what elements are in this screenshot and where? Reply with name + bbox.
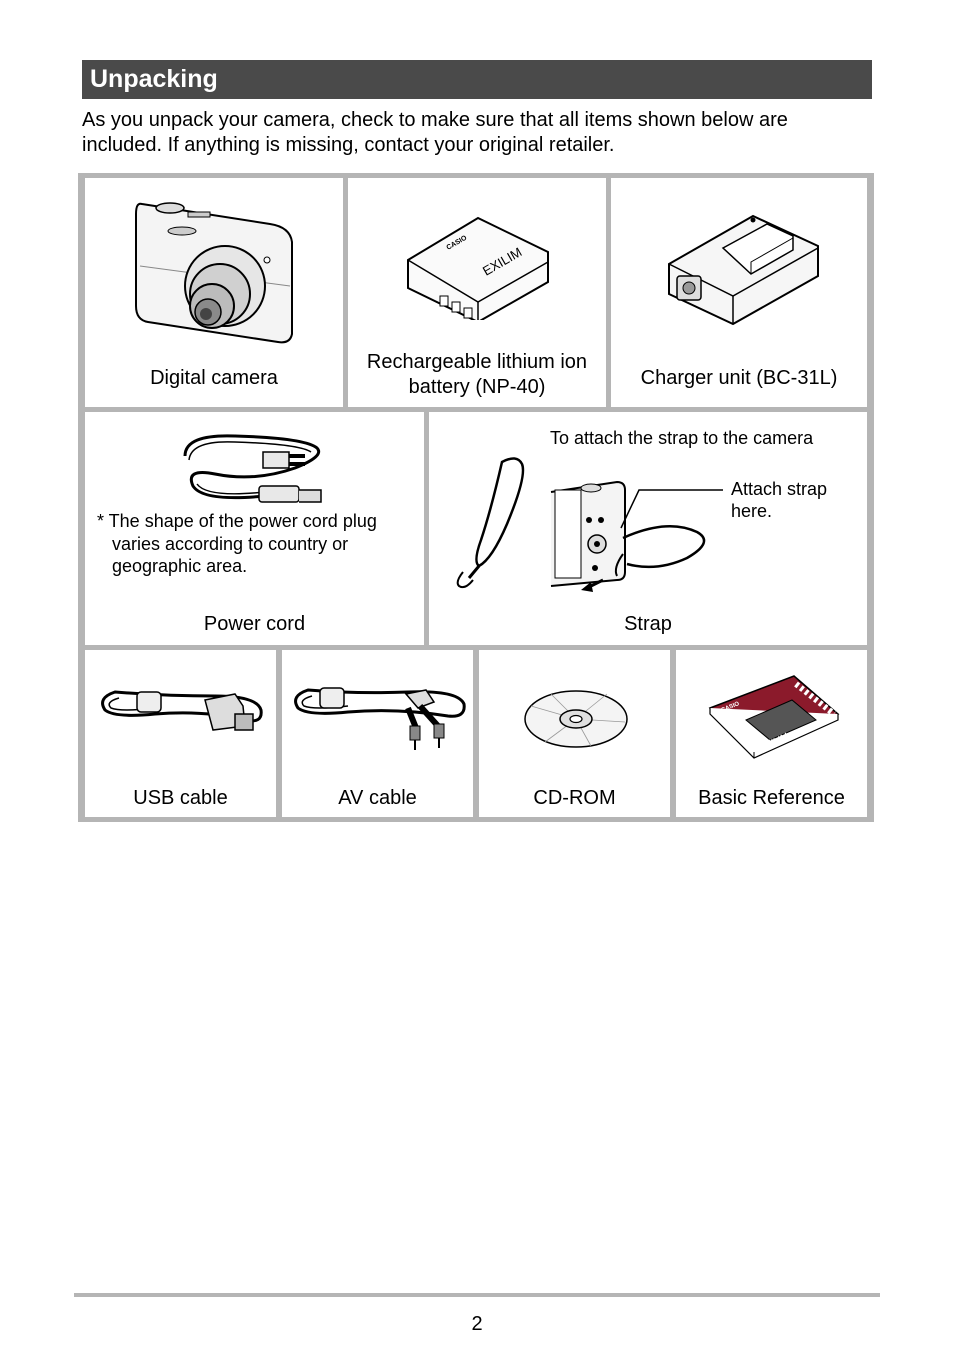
- item-battery: CASIO EXILIM Rechargeable lithium ion ba…: [348, 178, 606, 407]
- strap-label: Strap: [624, 613, 672, 635]
- digital-camera-icon: [135, 202, 293, 344]
- intro-text: As you unpack your camera, check to make…: [82, 109, 788, 156]
- item-basic-reference: CASIO EXILIM Basic Reference: [676, 650, 867, 817]
- item-charger: Charger unit (BC-31L): [611, 178, 867, 407]
- item-strap: To attach the strap to the camera Attach…: [429, 412, 867, 645]
- charger-icon: [668, 214, 819, 326]
- battery-icon: CASIO EXILIM: [407, 216, 549, 320]
- item-digital-camera: Digital camera: [85, 178, 343, 407]
- strap-heading: To attach the strap to the camera: [550, 428, 814, 448]
- power-cord-note-line2: varies according to country or: [112, 534, 349, 554]
- cd-rom-icon: [524, 690, 628, 748]
- power-cord-note-line3: geographic area.: [112, 556, 248, 576]
- usb-cable-label: USB cable: [133, 787, 228, 809]
- section-title: Unpacking: [82, 60, 872, 99]
- item-cd-rom: CD-ROM: [479, 650, 670, 817]
- basic-reference-label: Basic Reference: [698, 787, 845, 809]
- strap-callout-line1: Attach strap: [731, 479, 828, 499]
- power-cord-label: Power cord: [203, 613, 306, 635]
- power-cord-note-line1: * The shape of the power cord plug: [97, 511, 377, 531]
- cd-rom-label: CD-ROM: [533, 787, 616, 809]
- battery-label-line2: battery (NP-40): [408, 376, 546, 398]
- strap-icon: [456, 457, 525, 589]
- item-power-cord: * The shape of the power cord plug varie…: [85, 412, 424, 645]
- item-usb-cable: USB cable: [85, 650, 276, 817]
- usb-cable-icon: [101, 690, 263, 731]
- attach-point-callout-line: [620, 489, 723, 529]
- footer-divider: [74, 1293, 880, 1297]
- package-contents-grid: Digital camera CASIO EXILIM Rechargeable…: [78, 173, 874, 822]
- page-number: 2: [471, 1313, 483, 1335]
- av-cable-label: AV cable: [338, 787, 417, 809]
- av-cable-icon: [294, 687, 466, 750]
- battery-label-line1: Rechargeable lithium ion: [366, 351, 588, 373]
- camera-strap-attach-icon: [550, 480, 706, 592]
- item-av-cable: AV cable: [282, 650, 473, 817]
- digital-camera-label: Digital camera: [150, 367, 278, 389]
- strap-callout-line2: here.: [731, 501, 773, 521]
- basic-reference-booklet-icon: CASIO EXILIM: [708, 675, 840, 759]
- charger-label: Charger unit (BC-31L): [640, 367, 838, 389]
- power-cord-icon: [183, 434, 322, 503]
